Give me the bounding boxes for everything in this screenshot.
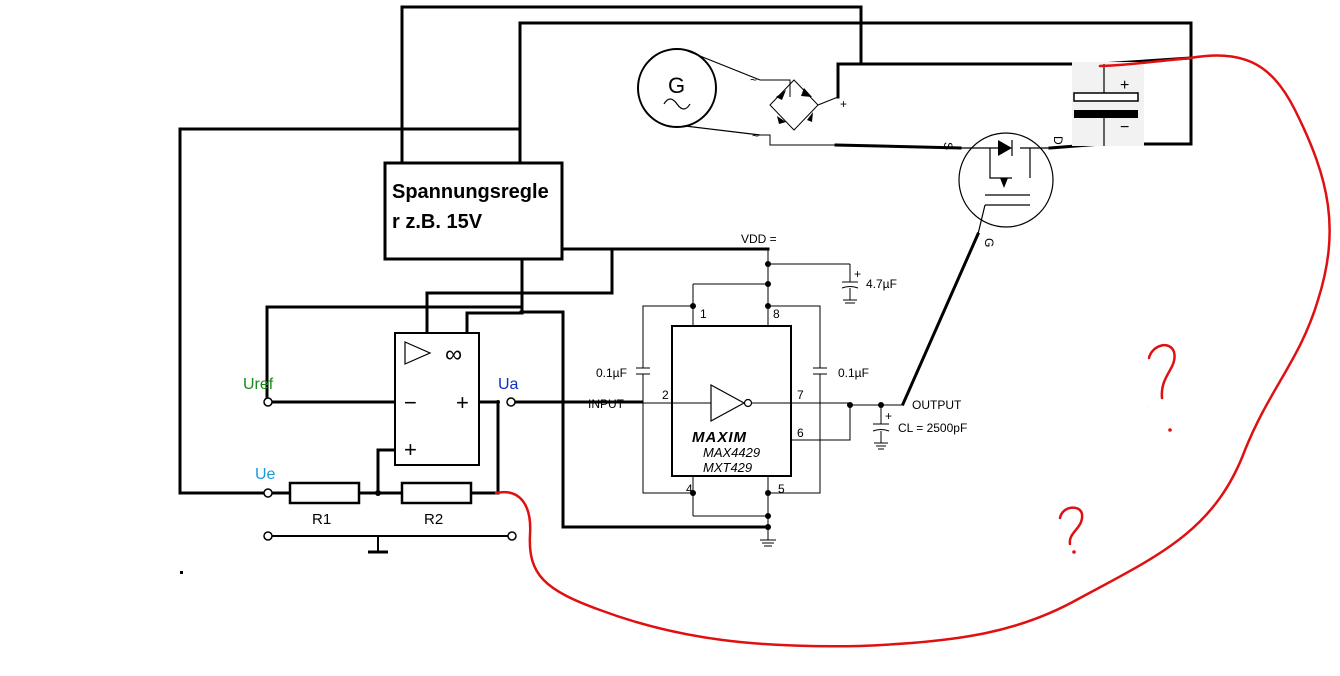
gate-driver-circuit: VDD = + 4.7µF 0.1µF 0.1µF 1 8 2 7 xyxy=(588,232,967,547)
op-amp-minus: − xyxy=(404,390,417,415)
r1-label: R1 xyxy=(312,511,331,528)
op-amp-plus-bottom: + xyxy=(404,437,417,462)
uref-label: Uref xyxy=(243,376,274,393)
stray-dot xyxy=(180,571,183,574)
cap-left-label: 0.1µF xyxy=(596,366,627,380)
r2-label: R2 xyxy=(424,511,443,528)
op-amp-plus-right: + xyxy=(456,390,469,415)
resistor-r2: R2 xyxy=(400,481,473,528)
mosfet-gate-label: G xyxy=(982,238,996,247)
pin-2: 2 xyxy=(662,388,669,402)
generator-label: G xyxy=(668,73,685,98)
cap-right-label: 0.1µF xyxy=(838,366,869,380)
capacitor-plus: + xyxy=(1120,77,1129,94)
pin-4: 4 xyxy=(686,482,693,496)
mosfet-transistor: S D G xyxy=(941,132,1065,247)
ua-label: Ua xyxy=(498,376,519,393)
op-amp-infinity: ∞ xyxy=(445,341,462,368)
svg-text:~: ~ xyxy=(752,129,759,143)
vdd-label: VDD = xyxy=(741,232,777,246)
regulator-label-line2: r z.B. 15V xyxy=(392,211,483,233)
mosfet-source-label: S xyxy=(941,142,955,150)
cap-load-label: CL = 2500pF xyxy=(898,421,967,435)
pin-8: 8 xyxy=(773,307,780,321)
part-number-2: MXT429 xyxy=(703,460,752,475)
ground-rail xyxy=(263,531,517,554)
input-label: INPUT xyxy=(588,397,625,411)
cap-top-label: 4.7µF xyxy=(866,277,897,291)
question-mark-1: ? xyxy=(1148,407,1149,409)
maxim-logo: MAXIM xyxy=(692,429,747,446)
voltage-regulator-block: Spannungsregle r z.B. 15V xyxy=(383,161,564,261)
generator-symbol: G xyxy=(637,48,761,136)
svg-text:+: + xyxy=(854,267,861,281)
part-number-1: MAX4429 xyxy=(703,445,760,460)
wires xyxy=(178,5,1193,529)
pin-6: 6 xyxy=(797,426,804,440)
svg-text:~: ~ xyxy=(750,73,757,87)
output-label: OUTPUT xyxy=(912,398,962,412)
bridge-rectifier: + ~ ~ xyxy=(750,73,847,146)
question-mark-2: ? xyxy=(1060,547,1061,549)
storage-capacitor: + − xyxy=(1072,62,1144,146)
red-annotation: ? ? xyxy=(494,54,1331,648)
svg-text:+: + xyxy=(885,409,892,423)
op-amp-block: ∞ − + + xyxy=(394,332,480,466)
pin-5: 5 xyxy=(778,482,785,496)
mosfet-drain-label: D xyxy=(1051,136,1065,145)
ue-label: Ue xyxy=(255,466,276,483)
svg-text:+: + xyxy=(840,97,847,111)
resistor-r1: R1 xyxy=(288,481,361,528)
terminals: Uref Ua Ue xyxy=(243,376,519,498)
pin-7: 7 xyxy=(797,388,804,402)
pin-1: 1 xyxy=(700,307,707,321)
capacitor-minus: − xyxy=(1120,119,1129,136)
junction-dot xyxy=(375,490,381,496)
regulator-label-line1: Spannungsregle xyxy=(392,181,549,203)
